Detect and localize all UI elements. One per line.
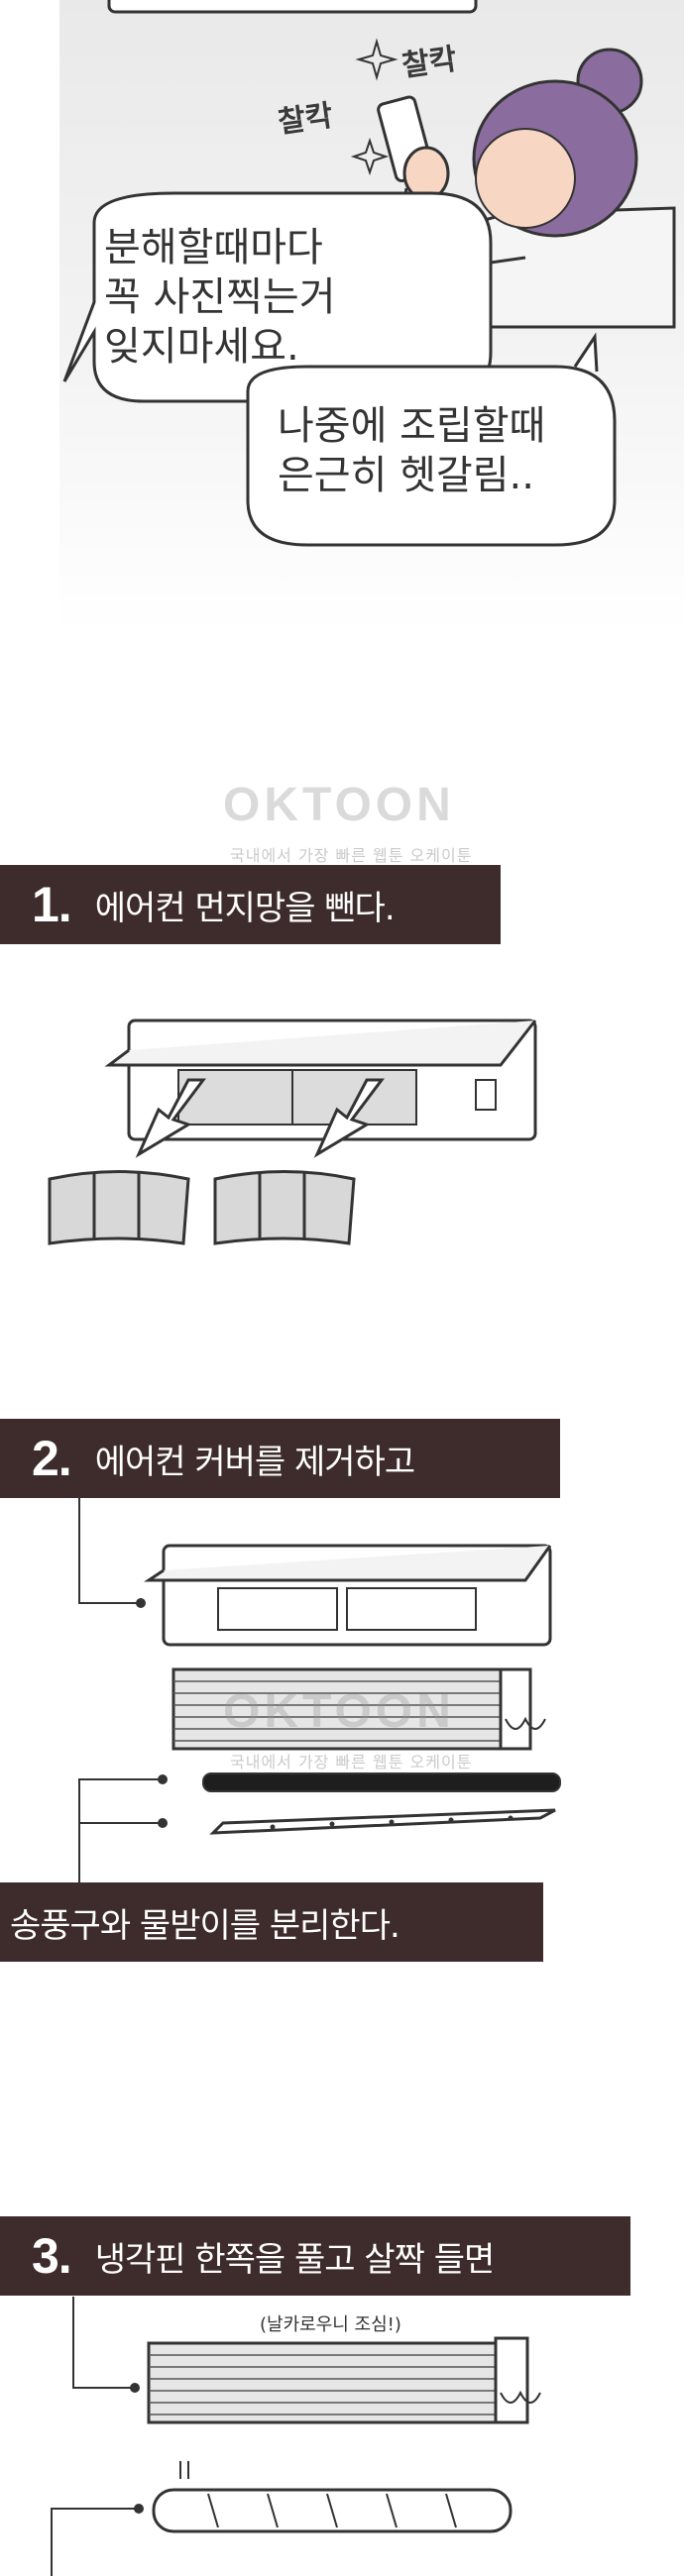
sound-effect: 찰칵 xyxy=(276,98,335,141)
speech-bubble-shape xyxy=(246,332,617,547)
sparkle-icon xyxy=(355,38,399,81)
watermark-tagline: 국내에서 가장 빠른 웹툰 오케이툰 xyxy=(230,846,473,865)
leader-line xyxy=(78,1496,146,1608)
cooling-fin-illustration xyxy=(147,2336,541,2424)
arrow-down-icon xyxy=(313,1078,385,1158)
sparkle-icon xyxy=(350,137,390,176)
step-text: 에어컨 커버를 제거하고 xyxy=(94,1442,415,1482)
motion-lines-icon xyxy=(179,2461,189,2479)
filter-mesh-illustration xyxy=(48,1170,190,1245)
step-banner-1: 1. 에어컨 먼지망을 뺀다. xyxy=(0,865,501,944)
speech-bubble-shape xyxy=(62,191,493,403)
aircon-cover-illustration xyxy=(144,1544,552,1647)
drain-pan-illustration xyxy=(209,1808,556,1835)
step-subbanner-2: 송풍구와 물받이를 분리한다. xyxy=(0,1882,543,1962)
step-text: 냉각핀 한쪽을 풀고 살짝 들면 xyxy=(94,2239,496,2280)
blower-bar-illustration xyxy=(202,1772,561,1792)
watermark-tagline: 국내에서 가장 빠른 웹툰 오케이툰 xyxy=(230,1753,473,1771)
step-number: 3. xyxy=(32,2228,72,2284)
aircon-edge-illustration xyxy=(107,0,478,14)
filter-mesh-illustration xyxy=(213,1170,356,1245)
speech-bubble-text: 분해할때마다 꼭 사진찍는거 잊지마세요. xyxy=(104,225,336,370)
watermark-logo: OKTOON xyxy=(223,1685,455,1738)
blower-fan-illustration xyxy=(152,2488,513,2533)
step-banner-2: 2. 에어컨 커버를 제거하고 xyxy=(0,1419,560,1498)
leader-line xyxy=(72,2297,140,2393)
step-number: 1. xyxy=(32,877,72,932)
leader-line xyxy=(51,2504,144,2576)
step-text: 에어컨 먼지망을 뺀다. xyxy=(94,888,396,928)
caution-note: (날카로우니 조심!) xyxy=(260,2314,401,2335)
speech-bubble-text: 나중에 조립할때 은근히 헷갈림.. xyxy=(278,403,546,498)
step-subtext: 송풍구와 물받이를 분리한다. xyxy=(10,1905,400,1946)
sound-effect: 찰칵 xyxy=(399,42,459,84)
arrow-down-icon xyxy=(135,1078,206,1158)
step-banner-3: 3. 냉각핀 한쪽을 풀고 살짝 들면 xyxy=(0,2216,630,2296)
cooling-fin-illustration xyxy=(171,1667,546,1751)
step-number: 2. xyxy=(32,1431,72,1486)
watermark-logo: OKTOON xyxy=(223,779,455,831)
